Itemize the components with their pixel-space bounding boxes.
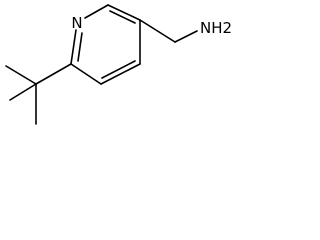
tert-butyl-group [5,63,72,125]
bond-c2-n-double [77,32,83,62]
bond-quaternary-methyl-up [5,65,37,85]
bond-ch2-nh2 [174,30,198,43]
bond-c6-c5 [107,4,141,21]
chemical-structure: N NH2 [5,4,232,125]
bond-c6-c5-double [109,10,136,24]
bond-c3-c2 [70,63,102,85]
bond-c2-quaternary [35,63,72,85]
bond-c4-c3-double [101,60,136,79]
pyridine-ring [70,4,141,85]
bond-c2-n [70,29,77,65]
bond-n-c6 [84,4,109,19]
bond-c4-ch2 [139,19,176,43]
bond-c4-c3 [100,63,141,85]
bond-quaternary-methyl-left [9,83,37,101]
amine-label: NH2 [200,19,232,37]
aminomethyl-group [139,19,198,43]
ring-nitrogen-label: N [71,14,82,32]
